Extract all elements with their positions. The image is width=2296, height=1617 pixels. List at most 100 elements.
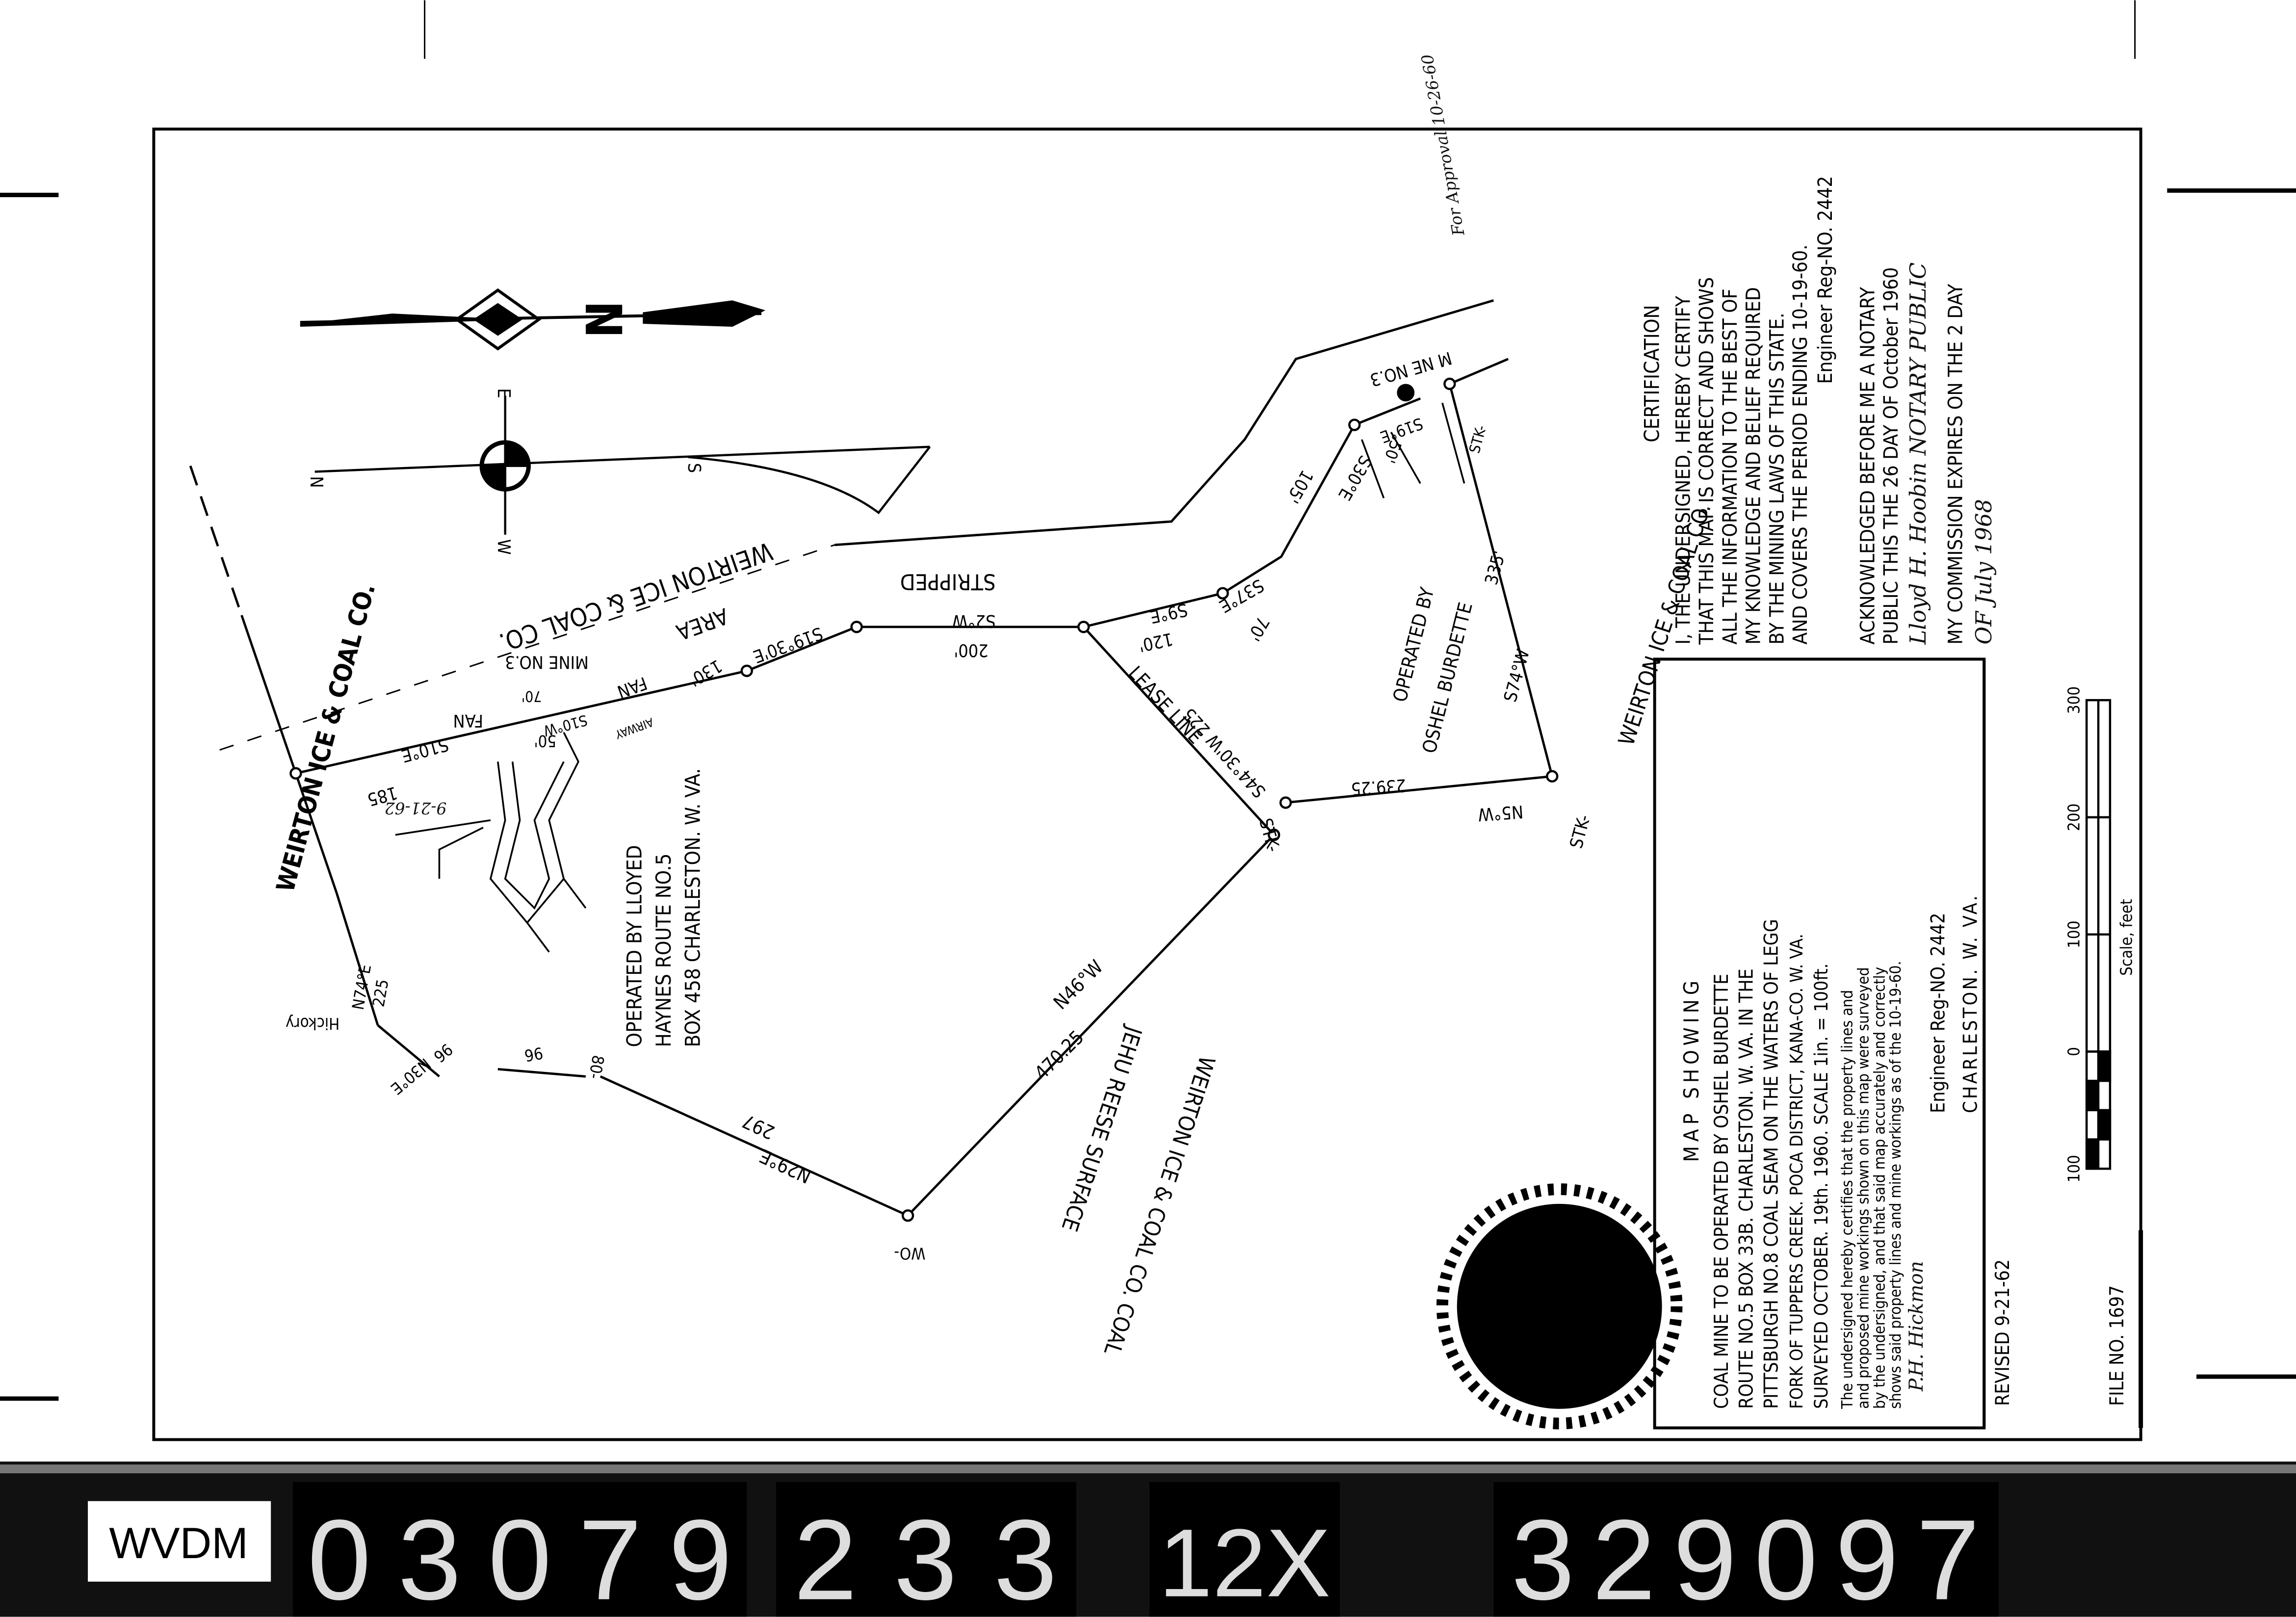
bearing-120: 120'	[1137, 628, 1174, 655]
scale-tick: 200	[2064, 804, 2083, 831]
left-boundary	[240, 615, 379, 1026]
left-boundary-dashed	[189, 465, 243, 616]
bearing-50b: 50'	[534, 731, 556, 750]
bearing-n30e: N30°E	[387, 1054, 434, 1098]
bearing-n46w: N46°W	[1049, 956, 1107, 1014]
label-stk-1: STK-	[1255, 816, 1283, 854]
statement-line: by the undersigned, and that said map ac…	[1871, 967, 1888, 1409]
scale-bar	[2085, 699, 2112, 1170]
scale-tick: 300	[2064, 686, 2083, 714]
bearing-n5w: N5°W	[1477, 801, 1524, 824]
lease-outline	[295, 626, 1276, 1217]
compass-w: W	[494, 539, 514, 555]
fan-site-mark	[1397, 384, 1415, 402]
label-weirton-top: WEIRTON ICE & COAL CO.	[496, 536, 776, 657]
label-weirton-left: WEIRTON ICE & COAL CO.	[271, 580, 381, 895]
survey-stations	[289, 377, 1559, 1222]
certification-line: THAT THIS MAP IS CORRECT AND SHOWS	[1695, 277, 1718, 645]
bearing-96b: 96	[523, 1043, 545, 1065]
microfilm-strip	[0, 1461, 2296, 1617]
notary-line: PUBLIC THIS THE 26 DAY OF October 1960	[1879, 267, 1903, 645]
title-line: FORK OF TUPPERS CREEK. POCA DISTRICT, KA…	[1787, 934, 1807, 1409]
file-number: FILE NO. 1697	[2106, 1285, 2128, 1406]
bearing-70b: 70'	[522, 687, 542, 704]
certification-title: CERTIFICATION	[1640, 305, 1664, 442]
scale-tick: 100	[2064, 1155, 2083, 1182]
bearing-s19e-2: S19°E	[1378, 414, 1425, 446]
certification-line: AND COVERS THE PERIOD ENDING 10-19-60.	[1789, 244, 1812, 644]
strip-label: WVDM	[109, 1518, 248, 1567]
label-hickory: Hickory	[286, 1014, 339, 1033]
certification-line: MY KNOWLEDGE AND BELIEF REQUIRED	[1742, 287, 1765, 645]
surface-boundary-dashed	[219, 544, 835, 751]
notary-seal	[1436, 1183, 1683, 1430]
bearing-335: 335'	[1481, 548, 1510, 587]
certification-engineer: Engineer Reg-NO. 2442	[1814, 176, 1837, 384]
notary-line: OF July 1968	[1971, 499, 1997, 645]
scale-label: Scale, feet	[2117, 899, 2136, 976]
certification-line: BY THE MINING LAWS OF THIS STATE.	[1765, 313, 1788, 644]
bearing-s19e: S19°30'E	[751, 623, 826, 666]
bearing-n29e: N29°E	[757, 1145, 815, 1187]
bearing-s9e: S9°E	[1148, 599, 1189, 626]
bearing-130: 130'	[685, 655, 725, 690]
label-wo: WO-	[894, 1244, 925, 1262]
bearing-225: 225	[369, 978, 392, 1008]
label-mine-no3: MINE NO.3	[505, 652, 589, 672]
statement-line: shows said property lines and mine worki…	[1887, 961, 1905, 1409]
scale-tick: 100	[2064, 921, 2083, 948]
bearing-s74w: S74°W	[1500, 647, 1534, 704]
title-heading: MAP SHOWING	[1679, 976, 1703, 1162]
certification-line: ALL THE INFORMATION TO THE BEST OF	[1719, 288, 1742, 644]
revised-date: REVISED 9-21-62	[1992, 1259, 2014, 1406]
bearing-80: 80-	[585, 1054, 608, 1080]
label-date-9-21-62: 9-21-62	[385, 799, 447, 817]
label-fan-2: FAN	[615, 673, 650, 702]
label-stk-2: STK-	[1566, 813, 1594, 851]
label-airway: AIRWAY	[613, 715, 655, 741]
bearing-239: 239.25	[1350, 775, 1407, 799]
bearing-200: 200'	[954, 640, 988, 660]
compass-meridian	[314, 395, 931, 535]
certification-block: CERTIFICATION I, THE UNDERSIGNED, HEREBY…	[1640, 176, 1997, 645]
label-fan-1: FAN	[453, 710, 483, 730]
mine-workings	[395, 402, 1465, 953]
bearing-s30e: S30°E	[1334, 452, 1375, 503]
scale-tick: 0	[2064, 1047, 2083, 1056]
title-line: COAL MINE TO BE OPERATED BY OSHEL BURDET…	[1711, 974, 1733, 1409]
bearing-470: 470.25	[1030, 1026, 1088, 1084]
bearing-s44w: S44°30'W 225	[1179, 704, 1270, 802]
notary-line: ACKNOWLEDGED BEFORE ME A NOTARY	[1856, 287, 1879, 645]
compass-n: N	[306, 476, 326, 488]
north-arrow	[300, 288, 766, 351]
label-oshel-1: OPERATED BY	[1389, 585, 1439, 704]
strip-reduction: 12X	[1159, 1509, 1331, 1617]
title-line: ROUTE NO.5 BOX 33B. CHARLESTON. W. VA. I…	[1736, 968, 1758, 1408]
notary-signature: Lloyd H. Hoobin NOTARY PUBLIC	[1905, 262, 1931, 645]
bearing-297: 297	[739, 1109, 778, 1143]
bearing-s2w: S2°W	[952, 611, 996, 631]
label-area: AREA	[673, 603, 732, 646]
statement-line: The undersigned hereby certifies that th…	[1839, 990, 1856, 1409]
compass-s: S	[684, 463, 704, 473]
title-line: SURVEYED OCTOBER. 19th. 1960. SCALE 1in.…	[1810, 964, 1832, 1409]
label-mne: M NE NO.3	[1368, 347, 1454, 390]
notary-line: MY COMMISSION EXPIRES ON THE 2 DAY	[1944, 284, 1967, 645]
bearing-96a: 96	[430, 1040, 456, 1066]
label-lloyed-3: BOX 458 CHARLESTON. W. VA.	[681, 768, 705, 1047]
title-block: MAP SHOWING COAL MINE TO BE OPERATED BY …	[1653, 657, 2143, 1430]
engineer-signature: P.H. Hickmon	[1905, 1261, 1928, 1392]
title-line: PITTSBURGH NO.8 COAL SEAM ON THE WATERS …	[1760, 919, 1782, 1408]
bearing-s10e: S10°E	[399, 734, 450, 766]
label-lloyed-2: HAYNES ROUTE NO.5	[652, 854, 676, 1047]
label-stripped: STRIPPED	[900, 569, 996, 595]
label-stk-3: STK-	[1466, 423, 1490, 455]
compass-big-n: N	[574, 301, 632, 338]
registration-marks	[0, 0, 2296, 1401]
statement-line: and proposed mine workings shown on this…	[1854, 967, 1872, 1408]
title-engineer: Engineer Reg-NO. 2442	[1928, 913, 1950, 1113]
compass-e: E	[494, 388, 514, 398]
label-lloyed-1: OPERATED BY LLOYED	[622, 845, 646, 1047]
surface-boundary	[835, 299, 1494, 547]
